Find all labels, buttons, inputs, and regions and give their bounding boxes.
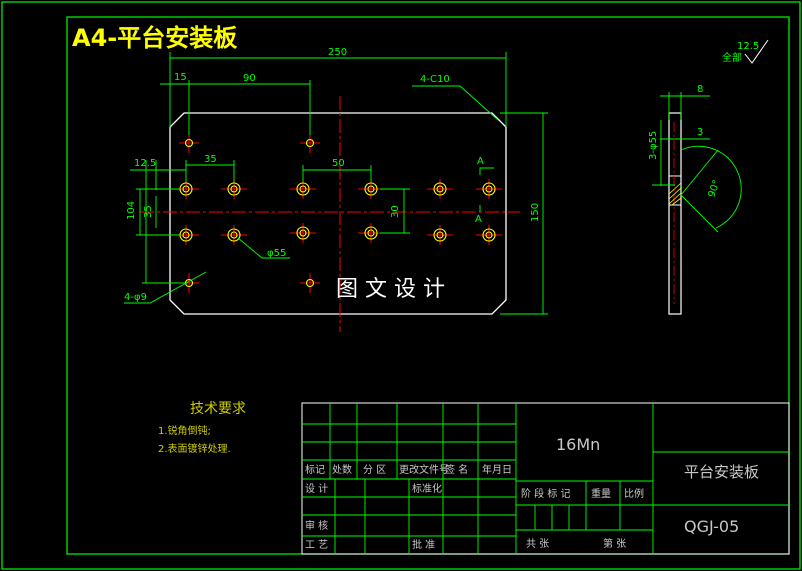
dim-104: 104	[126, 201, 137, 220]
title-block: 标记 处数 分 区 更改文件号 签 名 年月日 设 计 标准化 审 核 工 艺 …	[301, 402, 790, 555]
roughness-label: 全部	[722, 51, 742, 64]
tb-label: 阶 段 标 记	[521, 487, 571, 500]
sheet-title: A4-平台安装板	[72, 24, 238, 52]
technical-notes: 技术要求 1.锐角倒钝; 2.表面镀锌处理.	[158, 401, 246, 455]
tb-label: 工 艺	[305, 539, 328, 551]
small-hole-crosses	[179, 133, 320, 293]
side-dim-holes: 3-φ55	[648, 131, 659, 160]
section-mark-a-top: A	[477, 156, 484, 167]
tb-part-name: 平台安装板	[684, 463, 759, 481]
plate-outline	[169, 112, 507, 315]
dim-90: 90	[243, 73, 256, 84]
tb-material: 16Mn	[556, 435, 600, 454]
roughness-mark: 12.5 全部	[722, 39, 769, 64]
tb-label: 签 名	[445, 463, 468, 476]
dim-35: 35	[204, 154, 217, 165]
section-mark-a-bottom: A	[475, 214, 482, 225]
dim-150: 150	[530, 203, 541, 222]
side-dim-8: 8	[697, 84, 703, 95]
hole-small	[305, 138, 315, 148]
tb-label: 第 张	[603, 537, 626, 550]
dim-250: 250	[328, 47, 347, 58]
side-hatch	[668, 182, 682, 206]
dimension-lines	[124, 52, 548, 315]
large-holes	[179, 182, 496, 242]
plate-front-view: 250 15 90 4-C10 12.5 35 50 104 35 30 150…	[124, 47, 548, 332]
dim-35-vertical: 35	[143, 205, 154, 218]
watermark: 图 文 设 计	[336, 277, 445, 302]
tb-label: 标准化	[412, 482, 442, 495]
tb-label: 设 计	[305, 482, 328, 495]
dim-30: 30	[390, 205, 401, 218]
tb-drawing-no: QGJ-05	[684, 517, 739, 536]
dim-holes: 4-φ9	[124, 292, 147, 303]
dim-phi55: φ55	[267, 248, 286, 259]
tb-label: 重量	[591, 487, 611, 500]
tb-label: 年月日	[482, 463, 512, 476]
dim-15: 15	[174, 72, 187, 83]
tb-label: 分 区	[363, 464, 386, 476]
tb-label: 共 张	[526, 538, 549, 550]
tb-label: 更改文件号	[399, 463, 449, 476]
plate-side-view: 8 3 3-φ55 90°	[648, 84, 742, 315]
notes-heading: 技术要求	[190, 401, 246, 417]
hole-small	[184, 138, 194, 148]
tb-label: 审 核	[305, 519, 328, 532]
dim-12-5: 12.5	[134, 158, 156, 169]
note-item: 1.锐角倒钝;	[158, 424, 211, 437]
large-hole-crosses	[173, 179, 502, 245]
tb-label: 标记	[305, 464, 325, 476]
side-outline	[668, 112, 682, 315]
side-dim-3: 3	[697, 127, 703, 138]
note-item: 2.表面镀锌处理.	[158, 442, 231, 455]
dimension-text: 250 15 90 4-C10 12.5 35 50 104 35 30 150…	[124, 47, 541, 303]
roughness-value: 12.5	[737, 41, 759, 52]
tb-label: 处数	[332, 463, 352, 476]
hole-small	[305, 278, 315, 288]
tb-label: 批 准	[412, 538, 435, 551]
dim-50: 50	[332, 158, 345, 169]
dim-chamfer: 4-C10	[420, 74, 450, 85]
tb-label: 比例	[624, 487, 644, 500]
side-dim-angle: 90°	[706, 179, 722, 199]
